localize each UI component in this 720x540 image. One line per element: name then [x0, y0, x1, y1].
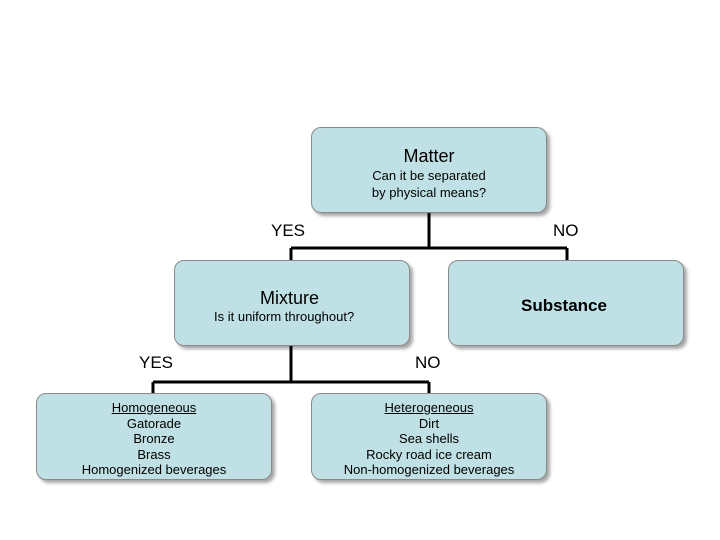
substance-title: Substance: [521, 296, 607, 315]
matter-question-line1: Can it be separated: [372, 168, 486, 183]
matter-yes-label: YES: [271, 221, 306, 240]
substance-node: Substance: [448, 260, 684, 346]
mixture-title: Mixture: [260, 288, 320, 308]
heterogeneous-list: Heterogeneous Dirt Sea shells Rocky road…: [312, 400, 546, 478]
homogeneous-item: Bronze: [133, 431, 175, 446]
mixture-node: Mixture Is it uniform throughout?: [174, 260, 410, 346]
heterogeneous-item: Rocky road ice cream: [366, 446, 492, 462]
mixture-question: Is it uniform throughout?: [214, 309, 355, 324]
heterogeneous-node: Heterogeneous Dirt Sea shells Rocky road…: [311, 393, 547, 480]
heterogeneous-heading: Heterogeneous: [384, 400, 474, 415]
mixture-no-label: NO: [415, 353, 441, 372]
matter-node: Matter Can it be separated by physical m…: [311, 127, 547, 213]
homogeneous-list: Homogeneous Gatorade Bronze Brass Homoge…: [37, 400, 271, 478]
homogeneous-item: Brass: [137, 446, 171, 462]
homogeneous-heading: Homogeneous: [111, 400, 197, 415]
matter-no-label: NO: [553, 221, 579, 240]
mixture-yes-label: YES: [139, 353, 174, 372]
heterogeneous-item: Dirt: [418, 415, 440, 431]
matter-question-line2: by physical means?: [371, 185, 487, 200]
homogeneous-item: Gatorade: [126, 415, 182, 431]
matter-title: Matter: [403, 146, 455, 166]
heterogeneous-item: Sea shells: [399, 431, 459, 446]
homogeneous-node: Homogeneous Gatorade Bronze Brass Homoge…: [36, 393, 272, 480]
homogeneous-item: Homogenized beverages: [81, 462, 227, 477]
heterogeneous-item: Non-homogenized beverages: [343, 462, 515, 477]
